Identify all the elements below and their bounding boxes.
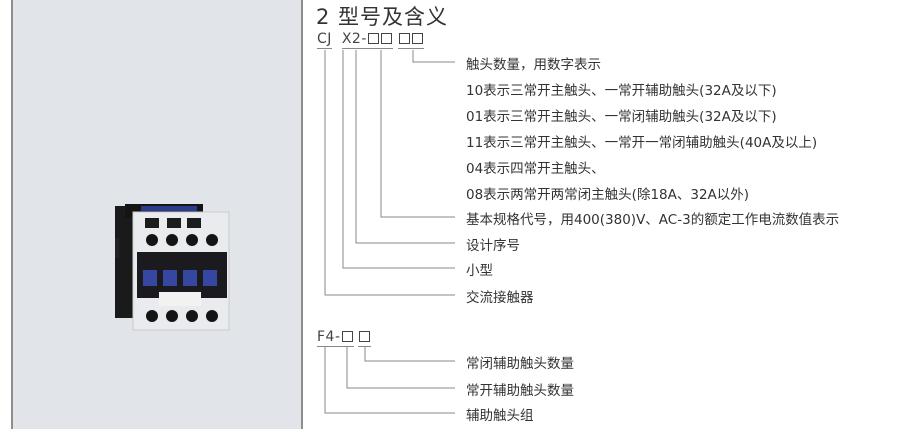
code-part-spec: [366, 31, 393, 49]
desc-ac-contactor: 交流接触器: [466, 290, 534, 306]
model-code: CJ X2-: [317, 31, 424, 49]
product-image-panel: [11, 0, 303, 429]
desc-code-11: 11表示三常开主触头、一常开一常闭辅助触头(40A及以上): [466, 135, 818, 151]
desc-contact-count: 触头数量，用数字表示: [466, 57, 601, 73]
desc-design-serial: 设计序号: [466, 238, 520, 254]
aux-part-no: [358, 329, 372, 347]
desc-aux-group: 辅助触头组: [466, 408, 534, 424]
desc-nc-aux-count: 常闭辅助触头数量: [466, 356, 574, 372]
code-part-contacts: [397, 31, 424, 49]
code-part-cj: CJ: [317, 31, 332, 49]
aux-part-nc: [340, 329, 354, 347]
desc-code-10: 10表示三常开主触头、一常开辅助触头(32A及以下): [466, 83, 777, 99]
contactor-product-image: [115, 204, 230, 331]
code-part-2: 2-: [351, 31, 367, 49]
desc-code-08: 08表示两常开两常闭主触头(除18A、32A以外): [466, 187, 750, 203]
desc-no-aux-count: 常开辅助触头数量: [466, 383, 574, 399]
section-title: 2 型号及含义: [316, 5, 449, 29]
aux-code: F4-: [317, 329, 372, 347]
code-part-x: X: [341, 31, 352, 49]
desc-code-01: 01表示三常开主触头、一常闭辅助触头(32A及以下): [466, 109, 777, 125]
desc-code-04: 04表示四常开主触头、: [466, 161, 605, 177]
aux-part-f4: F4-: [317, 329, 341, 347]
desc-small-type: 小型: [466, 263, 493, 279]
desc-spec-code: 基本规格代号，用400(380)V、AC-3的额定工作电流数值表示: [466, 212, 840, 228]
